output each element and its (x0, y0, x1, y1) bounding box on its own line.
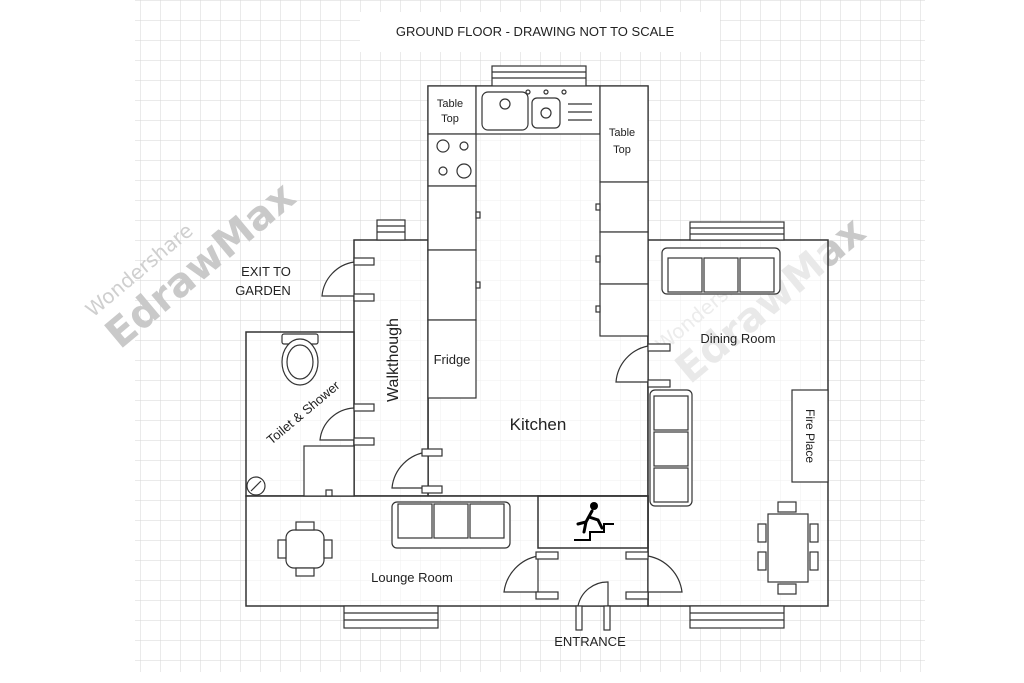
left-cabinet (427, 249, 477, 321)
label-entrance: ENTRANCE (554, 634, 626, 649)
sofa-dining-side (649, 389, 693, 507)
stairs-person-icon (574, 502, 614, 541)
shower-drain-icon (246, 476, 266, 496)
right-cabinet (599, 231, 649, 285)
dining-table-icon (757, 501, 819, 595)
table-top-right (599, 85, 649, 183)
stove-burner (459, 141, 469, 151)
label-fridge: Fridge (434, 352, 471, 367)
title-background (360, 12, 720, 52)
window-top-kitchen (491, 65, 587, 87)
label-exit-line2: GARDEN (235, 283, 291, 298)
sink-drain (499, 98, 511, 110)
table-top-left (427, 85, 477, 135)
fire-place (791, 389, 829, 483)
door-front-entrance[interactable] (575, 581, 611, 631)
window-walkthrough (376, 219, 406, 241)
stove-burner (436, 139, 450, 153)
vanity-icon (303, 445, 355, 497)
sofa-lounge (391, 501, 511, 549)
toilet-icon (281, 333, 319, 386)
tap (561, 89, 567, 95)
right-cabinet (599, 283, 649, 337)
window-dining-top (689, 221, 785, 241)
stove (427, 133, 477, 187)
left-cabinet (427, 185, 477, 251)
tap (525, 89, 531, 95)
label-exit-line1: EXIT TO (241, 264, 291, 279)
label-table-top-right-2: Top (613, 144, 631, 156)
window-dining-bottom (689, 605, 785, 629)
door-garden[interactable] (321, 257, 375, 302)
door-toilet[interactable] (319, 403, 375, 446)
sink-drain (540, 107, 552, 119)
plan-title: GROUND FLOOR - DRAWING NOT TO SCALE (396, 24, 675, 39)
right-cabinet (599, 181, 649, 233)
sofa-dining-top (661, 247, 781, 295)
tap (543, 89, 549, 95)
sink-basin (481, 91, 529, 131)
label-kitchen: Kitchen (510, 415, 567, 434)
stove-burner (456, 163, 472, 179)
lounge-table-icon (277, 521, 333, 577)
stair-hall (537, 495, 649, 549)
label-lounge: Lounge Room (371, 570, 453, 585)
door-entrance-left[interactable] (503, 551, 559, 600)
door-entrance-right[interactable] (625, 551, 683, 600)
label-fire-place: Fire Place (803, 409, 817, 463)
fridge (427, 319, 477, 399)
door-kitchen-lounge[interactable] (391, 448, 443, 494)
stove-burner (438, 166, 448, 176)
label-dining: Dining Room (700, 331, 775, 346)
label-table-top-left-1: Table (437, 98, 463, 110)
door-dining[interactable] (615, 343, 671, 388)
label-table-top-left-2: Top (441, 113, 459, 125)
label-walkthrough: Walkthough (385, 318, 402, 402)
label-table-top-right-1: Table (609, 127, 635, 139)
window-lounge-bottom (343, 605, 439, 629)
